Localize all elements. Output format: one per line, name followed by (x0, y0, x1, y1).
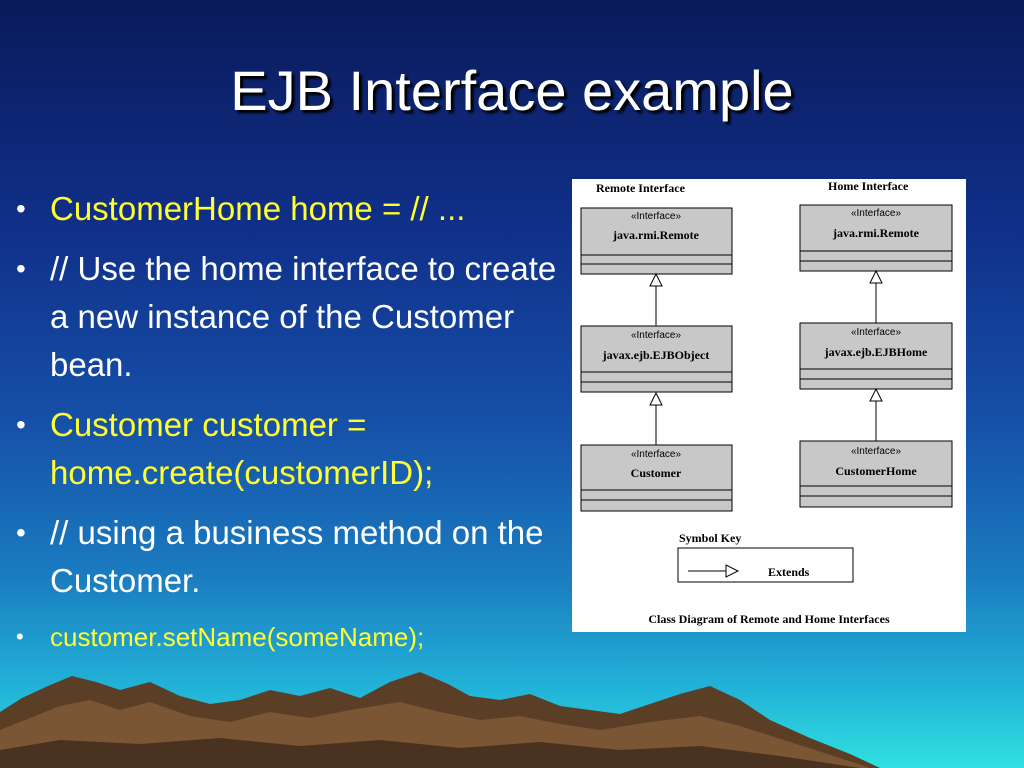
class-box-remote-3: «Interface» Customer (580, 444, 733, 512)
bullet-dot-icon: • (16, 253, 26, 284)
bullet-item: • Customer customer = home.create(custom… (10, 401, 560, 497)
class-diagram-svg: .hdr { font-family:"Liberation Serif", s… (580, 179, 953, 626)
class-box-remote-1: «Interface» java.rmi.Remote (580, 207, 733, 275)
stereotype-label: «Interface» (851, 446, 901, 457)
bullet-dot-icon: • (16, 409, 26, 440)
extends-arrow-icon (725, 564, 740, 578)
class-name: javax.ejb.EJBHome (824, 345, 928, 359)
extends-arrow-icon (869, 269, 883, 284)
class-name: javax.ejb.EJBObject (602, 348, 710, 362)
diagram-caption: Class Diagram of Remote and Home Interfa… (648, 612, 890, 626)
symbol-key-box: Extends (677, 547, 854, 583)
bullet-item: • CustomerHome home = // ... (10, 185, 560, 233)
bullet-text: // Use the home interface to create a ne… (50, 250, 557, 383)
class-name: CustomerHome (835, 464, 917, 478)
bullet-item: • customer.setName(someName); (10, 617, 560, 657)
slide-title: EJB Interface example (230, 59, 794, 122)
stereotype-label: «Interface» (851, 327, 901, 338)
bullet-item: • // using a business method on the Cust… (10, 509, 560, 605)
class-box-home-2: «Interface» javax.ejb.EJBHome (799, 322, 953, 390)
extends-arrow-icon (649, 391, 663, 406)
class-name: java.rmi.Remote (832, 226, 920, 240)
symbol-key-label: Symbol Key (679, 531, 741, 545)
class-box-home-1: «Interface» java.rmi.Remote (799, 204, 953, 272)
class-name: java.rmi.Remote (612, 228, 700, 242)
bullet-dot-icon: • (16, 624, 24, 649)
remote-interface-header: Remote Interface (596, 181, 686, 195)
stereotype-label: «Interface» (851, 208, 901, 219)
bullet-item: • // Use the home interface to create a … (10, 245, 560, 389)
bullet-text: CustomerHome home = // ... (50, 190, 466, 227)
mountain-shadow (0, 738, 860, 768)
bullet-dot-icon: • (16, 517, 26, 548)
class-box-home-3: «Interface» CustomerHome (799, 440, 953, 508)
stereotype-label: «Interface» (631, 449, 681, 460)
home-interface-header: Home Interface (828, 179, 909, 193)
extends-label: Extends (768, 565, 810, 579)
stereotype-label: «Interface» (631, 330, 681, 341)
bullet-list: • CustomerHome home = // ... • // Use th… (10, 185, 560, 669)
class-name: Customer (631, 466, 682, 480)
mountain-range-illustration (0, 672, 880, 768)
class-box-remote-2: «Interface» javax.ejb.EJBObject (580, 325, 733, 393)
bullet-text: customer.setName(someName); (50, 622, 425, 652)
extends-arrow-icon (649, 272, 663, 287)
bullet-dot-icon: • (16, 193, 26, 224)
stereotype-label: «Interface» (631, 211, 681, 222)
class-diagram: .hdr { font-family:"Liberation Serif", s… (572, 179, 966, 632)
bullet-text: Customer customer = home.create(customer… (50, 406, 434, 491)
bullet-text: // using a business method on the Custom… (50, 514, 544, 599)
extends-arrow-icon (869, 387, 883, 402)
